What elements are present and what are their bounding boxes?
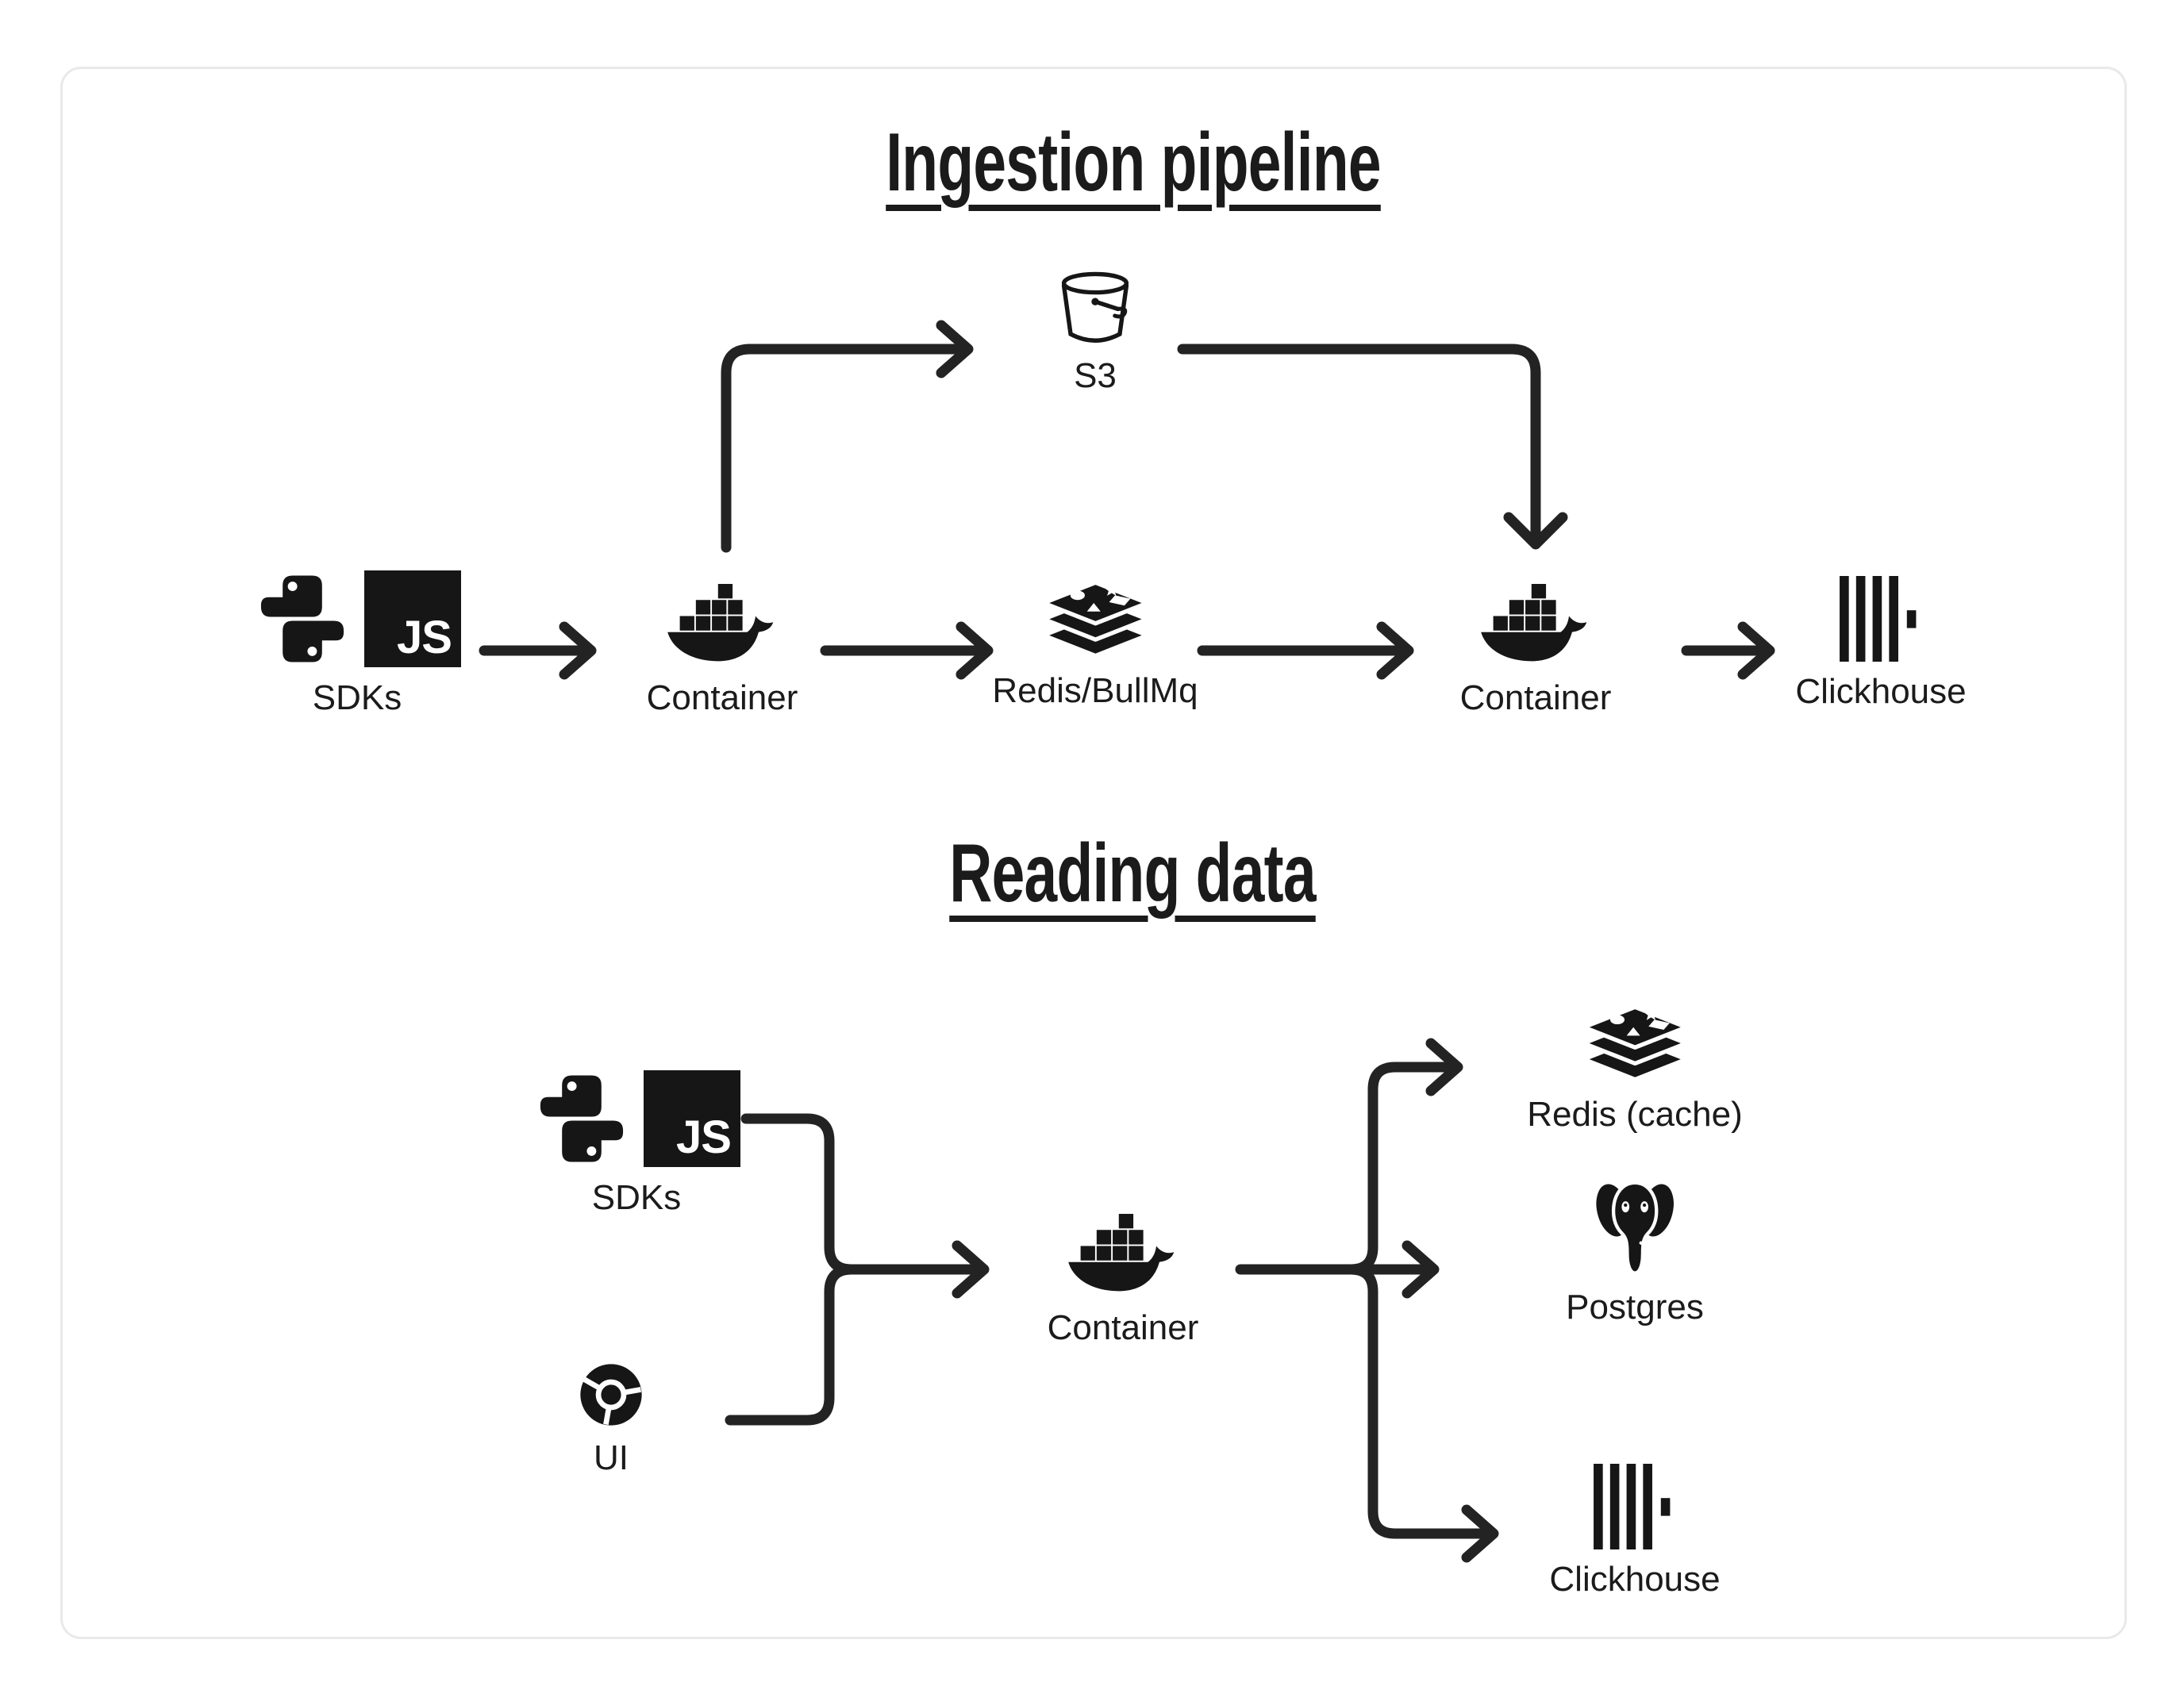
- s3-bucket-icon: [1058, 270, 1132, 351]
- clickhouse-icon: [1838, 576, 1924, 662]
- python-icon: [253, 570, 352, 668]
- javascript-icon-text: JS: [397, 612, 452, 663]
- redis-icon: [1040, 579, 1151, 661]
- node-reading-container: Container: [1047, 1214, 1199, 1347]
- node-label: Clickhouse: [1549, 1560, 1721, 1599]
- node-label: Container: [646, 678, 798, 717]
- node-reading-redis-cache: Redis (cache): [1527, 1004, 1743, 1134]
- section-title-ingestion: Ingestion pipeline: [790, 116, 1477, 210]
- node-reading-clickhouse: Clickhouse: [1549, 1464, 1721, 1599]
- javascript-icon: JS: [644, 1070, 740, 1167]
- section-title-text: Reading data: [949, 827, 1316, 920]
- node-reading-sdks: JS SDKs: [533, 1069, 740, 1217]
- node-label: Container: [1047, 1308, 1199, 1347]
- python-icon: [533, 1069, 631, 1168]
- sdk-icon-group: JS: [533, 1069, 740, 1168]
- node-reading-ui: UI: [578, 1361, 644, 1477]
- node-label: SDKs: [591, 1178, 682, 1217]
- node-label: Postgres: [1566, 1288, 1704, 1327]
- node-label: Container: [1459, 678, 1612, 717]
- node-label: Redis (cache): [1527, 1095, 1743, 1134]
- section-title-text: Ingestion pipeline: [886, 117, 1381, 209]
- node-ingestion-redis-bullmq: Redis/BullMq: [992, 579, 1198, 710]
- chrome-icon: [578, 1361, 644, 1428]
- node-label: Redis/BullMq: [992, 671, 1198, 710]
- redis-icon: [1580, 1004, 1690, 1085]
- node-ingestion-clickhouse: Clickhouse: [1795, 576, 1967, 711]
- node-ingestion-s3: S3: [1058, 270, 1132, 395]
- sdk-icon-group: JS: [253, 570, 461, 668]
- node-ingestion-container-1: Container: [647, 584, 798, 717]
- node-reading-postgres: Postgres: [1566, 1174, 1704, 1327]
- javascript-icon: JS: [364, 570, 461, 667]
- postgres-icon: [1587, 1174, 1682, 1277]
- javascript-icon-text: JS: [676, 1112, 732, 1163]
- docker-icon: [1477, 584, 1594, 668]
- docker-icon: [1064, 1214, 1182, 1298]
- node-label: UI: [594, 1438, 629, 1477]
- docker-icon: [663, 584, 781, 668]
- node-label: SDKs: [312, 678, 402, 717]
- node-label: Clickhouse: [1795, 672, 1967, 711]
- clickhouse-icon: [1592, 1464, 1678, 1549]
- node-label: S3: [1074, 356, 1117, 395]
- node-ingestion-sdks: JS SDKs: [253, 570, 461, 717]
- node-ingestion-container-2: Container: [1459, 584, 1612, 717]
- diagram-card: [60, 67, 2127, 1639]
- section-title-reading: Reading data: [879, 827, 1387, 921]
